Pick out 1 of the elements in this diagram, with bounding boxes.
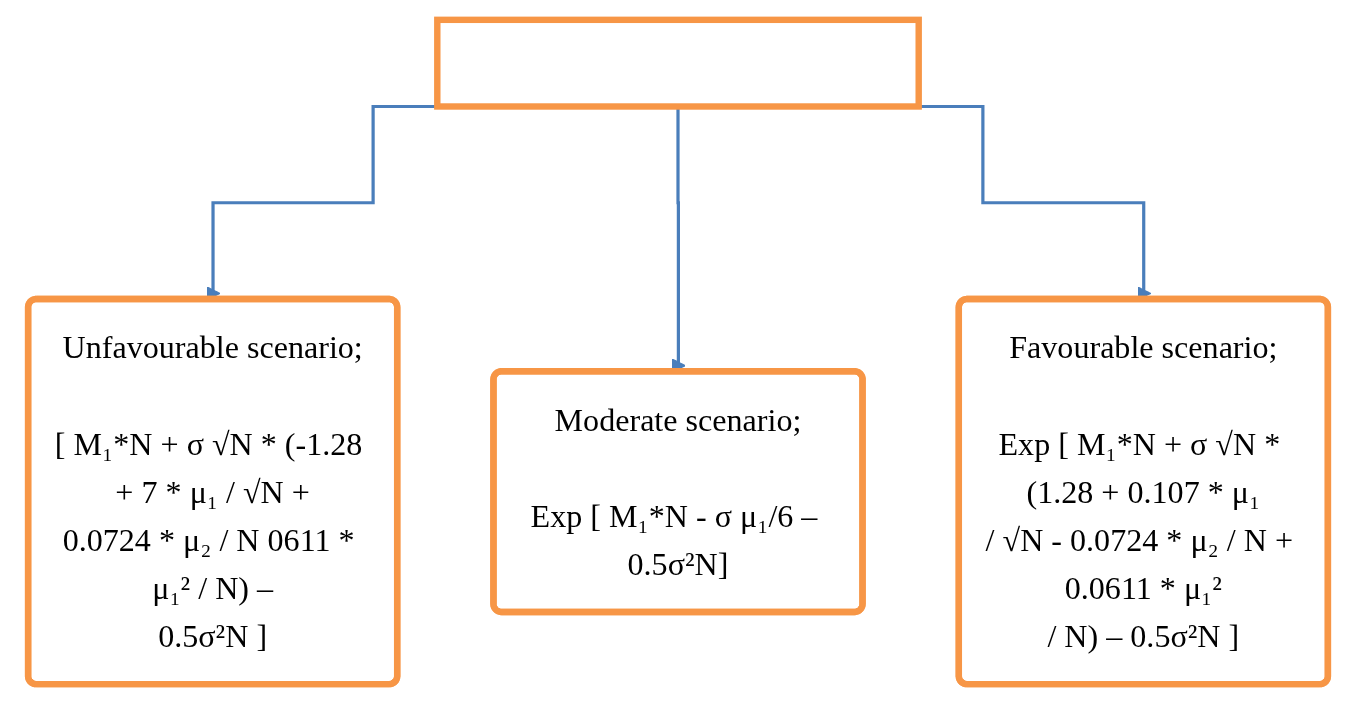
node-box — [433, 16, 922, 110]
